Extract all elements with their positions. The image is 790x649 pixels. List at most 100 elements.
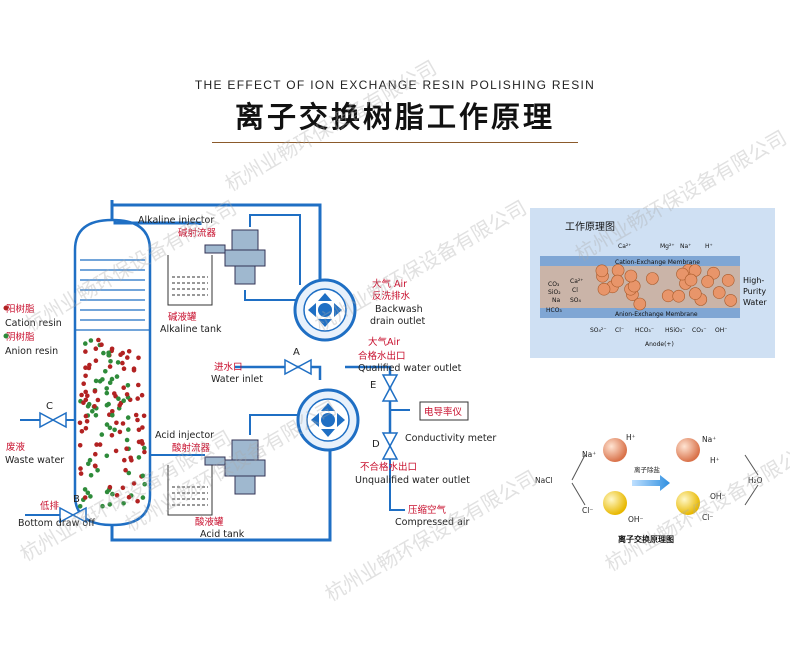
resin-ball [701, 275, 714, 288]
resin-bead [128, 455, 133, 461]
resin-bead [85, 490, 91, 496]
ion-ball-h-left [603, 438, 627, 462]
resin-bead [103, 369, 108, 374]
resin-bead [140, 473, 146, 479]
resin-bead [139, 392, 145, 398]
resin-bead [107, 364, 113, 369]
reaction-caption: 离子交换原理图 [618, 534, 674, 544]
resin-bead [125, 415, 131, 420]
resin-bead [113, 448, 119, 454]
resin-bead [83, 341, 88, 346]
resin-bead [133, 412, 139, 418]
valve-b-label: B [73, 494, 80, 505]
anion-label-zh: 阴树脂 [6, 331, 35, 343]
resin-bead [82, 487, 88, 492]
alkaline-tank-zh: 碱液罐 [168, 311, 197, 323]
bottom-label-en: Bottom draw off [18, 518, 95, 529]
title-chinese: 离子交换树脂工作原理 [234, 100, 555, 134]
resin-bead [142, 449, 147, 455]
resin-bead [112, 427, 117, 433]
resin-bead [83, 426, 89, 431]
resin-bead [93, 451, 98, 457]
cation-label-en: Cation resin [5, 318, 62, 329]
resin-bead [142, 481, 147, 487]
resin-bead [131, 368, 137, 373]
resin-bead [104, 489, 110, 495]
acid-injector-device [204, 439, 266, 495]
unqualified-zh: 不合格水出口 [360, 461, 417, 473]
resin-ball [689, 287, 702, 300]
resin-balls [595, 263, 737, 311]
bottom-label-zh: 低排 [40, 500, 60, 512]
resin-bead [106, 350, 111, 356]
resin-bead [135, 417, 140, 423]
resin-bead [92, 463, 98, 469]
resin-bead [115, 360, 121, 365]
air-qualified-en: Qualified water outlet [358, 363, 462, 374]
resin-bead [124, 392, 130, 397]
resin-bead [140, 495, 146, 500]
resin-bead [140, 425, 145, 430]
resin-bead [114, 420, 119, 426]
anion-label-en: Anion resin [5, 346, 58, 357]
valve-a-icon [284, 358, 312, 376]
alkaline-injector-en: Alkaline injector [138, 215, 214, 226]
left-ion-2: Ca²⁺ [570, 278, 583, 285]
resin-bead [87, 362, 92, 368]
membrane-panel: 工作原理图 Ca²⁺ Mg²⁺ Na⁺ H⁺ Cation-Exchange M… [530, 208, 775, 358]
anion-legend-dot [3, 333, 9, 339]
left-ion-4: Cl [572, 287, 578, 294]
reaction-bracket-left [571, 454, 586, 506]
resin-ball [684, 273, 698, 287]
resin-bead [100, 503, 105, 509]
air-qualified-zh1: 大气Air [368, 336, 400, 348]
resin-ball [721, 274, 735, 287]
reaction-bracket-right [744, 454, 759, 506]
resin-bead [141, 413, 147, 419]
resin-bead [104, 453, 110, 459]
resin-bead [121, 501, 126, 506]
resin-bead [90, 409, 95, 414]
resin-bead [124, 437, 130, 443]
resin-bead [101, 350, 106, 356]
right-cl-label: Cl⁻ [702, 513, 713, 522]
resin-bead [77, 420, 83, 426]
acid-tank-en: Acid tank [200, 529, 245, 540]
resin-bead [135, 498, 140, 504]
valve-c-icon [39, 411, 67, 429]
resin-bead [121, 385, 126, 390]
valve-b-icon [59, 506, 87, 524]
top-ion-4: H⁺ [705, 243, 713, 250]
resin-bead [79, 392, 84, 398]
left-ion-1: CO₃ [548, 281, 560, 288]
right-oh-label: OH⁻ [710, 492, 726, 501]
bottom-ion-1: SO₄²⁻ [590, 327, 607, 334]
header: THE EFFECT OF ION EXCHANGE RESIN POLISHI… [0, 78, 790, 136]
resin-bead [107, 484, 113, 490]
waste-label-zh: 废液 [6, 441, 26, 453]
resin-bead [82, 495, 88, 500]
top-ion-1: Ca²⁺ [618, 243, 631, 250]
ion-ball-oh-left [603, 491, 627, 515]
alkaline-injector-zh: 碱射流器 [178, 227, 217, 239]
conductivity-zh: 电导率仪 [424, 406, 463, 418]
resin-bead [142, 445, 147, 451]
oh-label: OH⁻ [628, 515, 644, 524]
cl-label: Cl⁻ [582, 506, 593, 515]
resin-bead [104, 402, 110, 408]
alkaline-injector-device [204, 229, 266, 285]
air-backwash-en1: Backwash [375, 304, 423, 315]
title-english: THE EFFECT OF ION EXCHANGE RESIN POLISHI… [194, 78, 596, 92]
resin-bead [83, 413, 89, 419]
resin-bead [126, 470, 132, 476]
resin-bead [96, 337, 101, 343]
alkaline-tank-en: Alkaline tank [160, 324, 222, 335]
process-diagram: 阳树脂 Cation resin 阴树脂 Anion resin C 废液 Wa… [3, 200, 496, 542]
resin-bead [81, 381, 86, 386]
vessel-distributor [76, 259, 149, 331]
resin-ball [633, 297, 647, 311]
resin-bead [112, 391, 117, 396]
resin-bead [104, 390, 110, 396]
resin-bead [83, 397, 89, 403]
resin-bead [88, 494, 93, 499]
